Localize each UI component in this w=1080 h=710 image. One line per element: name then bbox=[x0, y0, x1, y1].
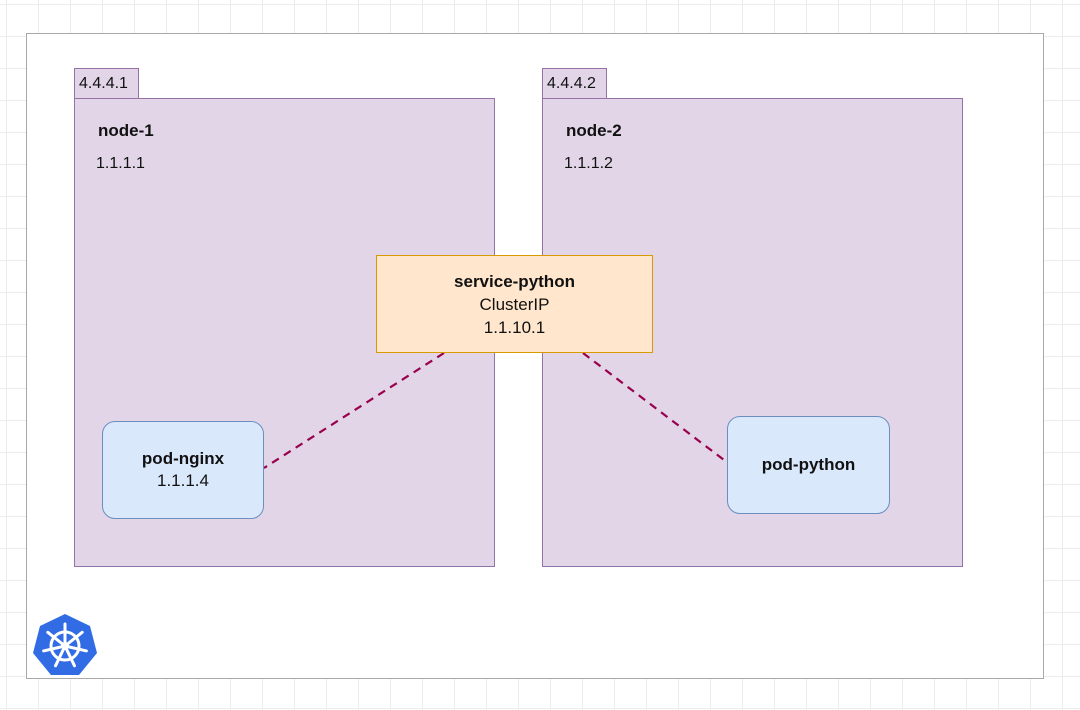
node-2-ip: 1.1.1.2 bbox=[564, 155, 613, 172]
link-service-to-pod-nginx bbox=[263, 352, 445, 469]
kubernetes-icon bbox=[33, 614, 97, 675]
link-service-to-pod-python bbox=[582, 352, 729, 464]
node-2-name: node-2 bbox=[566, 121, 622, 140]
node-1-ip: 1.1.1.1 bbox=[96, 155, 145, 172]
pod-nginx-ip: 1.1.1.4 bbox=[157, 471, 209, 490]
node-1-name: node-1 bbox=[98, 121, 154, 140]
pod-python-box: pod-python bbox=[727, 416, 890, 514]
pod-python-name: pod-python bbox=[761, 455, 856, 474]
service-python-box: service-python ClusterIP 1.1.10.1 bbox=[376, 255, 653, 353]
node-2-external-ip-tab: 4.4.4.2 bbox=[542, 68, 607, 98]
service-type: ClusterIP bbox=[479, 294, 550, 314]
pod-nginx-box: pod-nginx 1.1.1.4 bbox=[102, 421, 264, 519]
service-ip: 1.1.10.1 bbox=[483, 317, 546, 337]
node-1-external-ip-tab: 4.4.4.1 bbox=[74, 68, 139, 98]
service-name: service-python bbox=[454, 271, 575, 291]
pod-nginx-name: pod-nginx bbox=[141, 449, 225, 468]
